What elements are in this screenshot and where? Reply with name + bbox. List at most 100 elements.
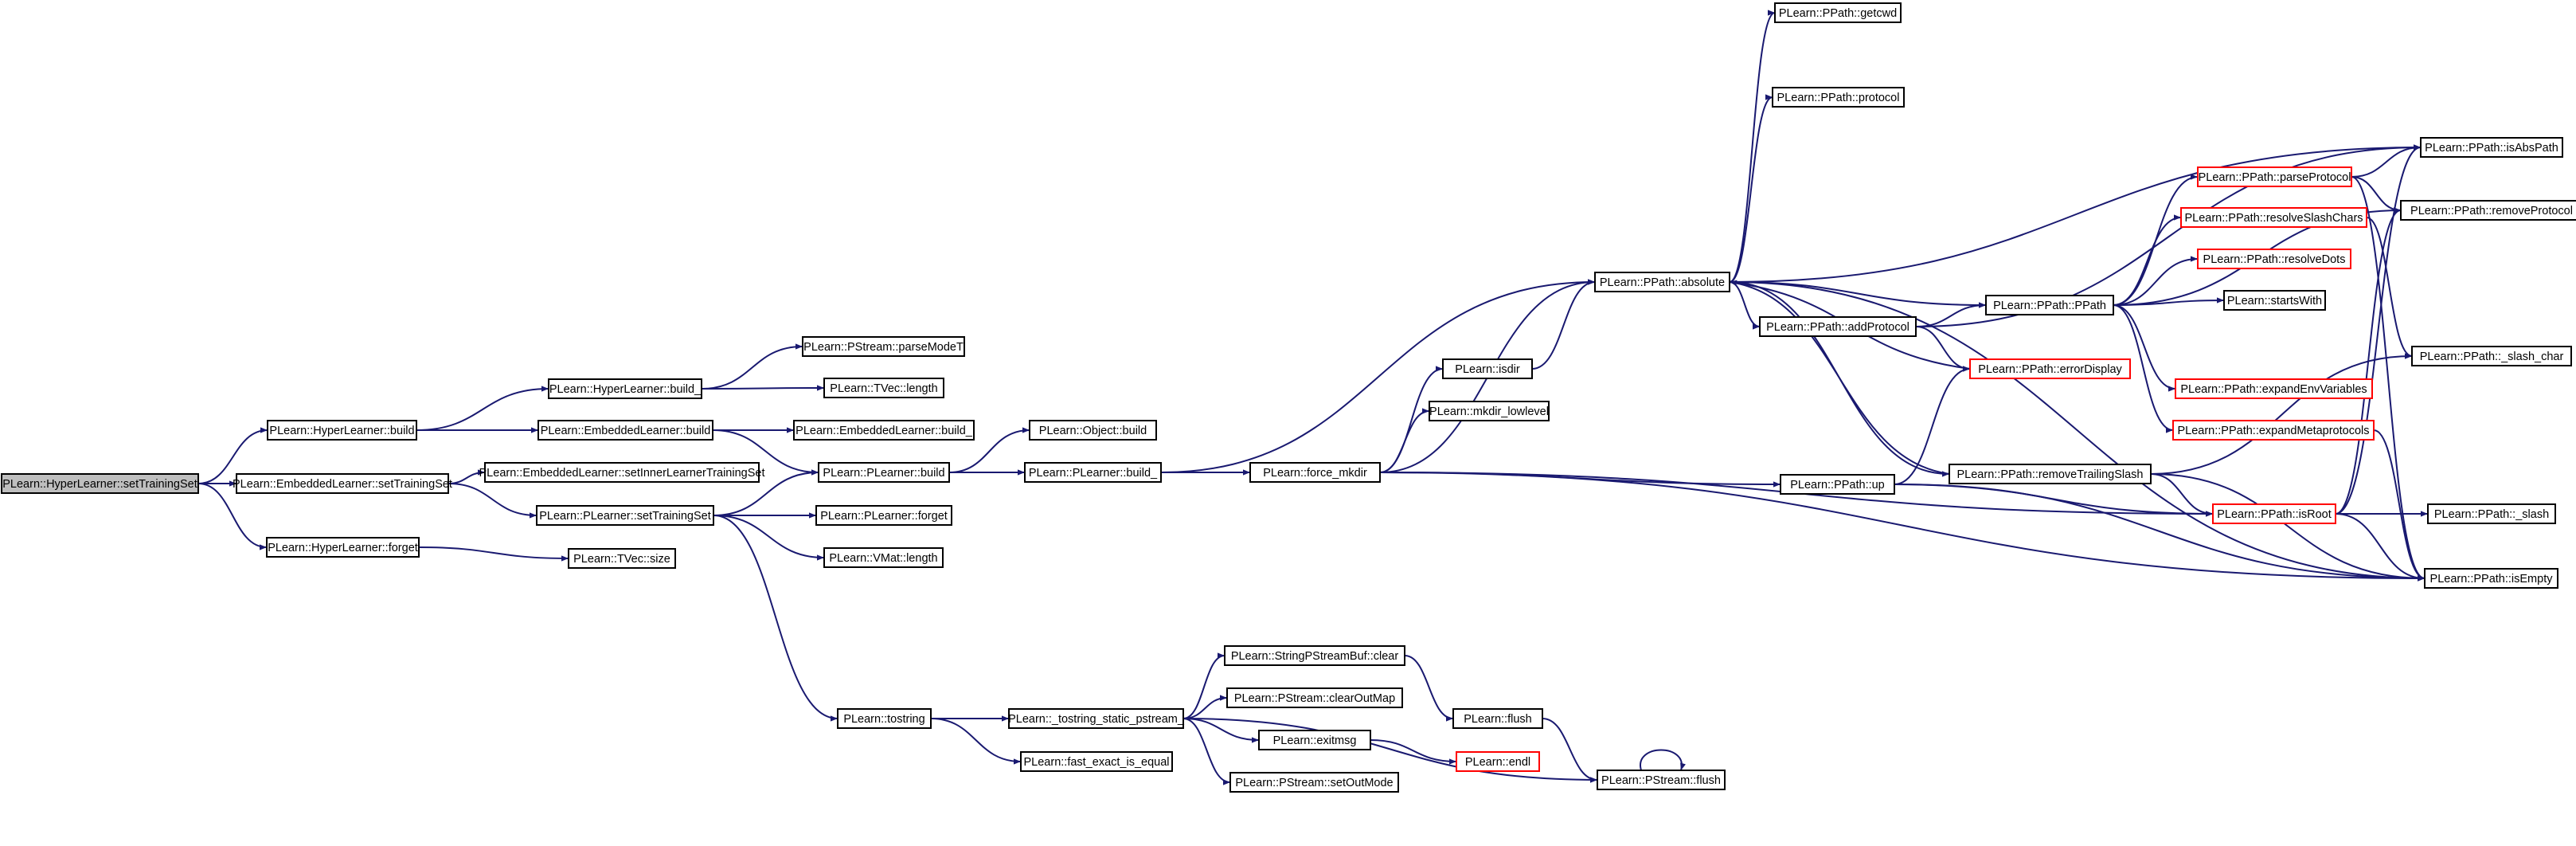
call-edge xyxy=(2351,144,2422,178)
call-edge xyxy=(1915,326,1971,372)
node-pp-slash[interactable]: PLearn::PPath::_slash xyxy=(2427,503,2556,524)
call-edge xyxy=(1379,472,2426,582)
call-edge xyxy=(1894,484,2426,582)
node-el-setts[interactable]: PLearn::EmbeddedLearner::setTrainingSet xyxy=(233,473,452,494)
node-pl-build-[interactable]: PLearn::PLearner::build_ xyxy=(1024,462,1162,483)
node-label: PLearn::PStream::clearOutMap xyxy=(1234,692,1395,705)
node-box xyxy=(823,378,944,398)
node-el-build[interactable]: PLearn::EmbeddedLearner::build xyxy=(537,420,713,441)
node-pp-up[interactable]: PLearn::PPath::up xyxy=(1780,474,1895,495)
node-box xyxy=(1224,645,1405,666)
node-flush[interactable]: PLearn::flush xyxy=(1452,708,1543,729)
node-pp-removetrailing[interactable]: PLearn::PPath::removeTrailingSlash xyxy=(1949,464,2152,484)
node-ps-clearoutmap[interactable]: PLearn::PStream::clearOutMap xyxy=(1226,687,1403,708)
node-box xyxy=(1949,464,2152,484)
node-label: PLearn::TVec::length xyxy=(830,382,937,395)
node-fast-exact[interactable]: PLearn::fast_exact_is_equal xyxy=(1020,751,1173,772)
node-pp-resolveslash[interactable]: PLearn::PPath::resolveSlashChars xyxy=(2180,207,2367,228)
node-ps-parsemodet[interactable]: PLearn::PStream::parseModeT xyxy=(802,336,965,357)
node-pp-getcwd[interactable]: PLearn::PPath::getcwd xyxy=(1774,2,1902,23)
call-edge xyxy=(1729,94,1773,283)
call-edge xyxy=(1729,280,1950,475)
node-box xyxy=(2172,420,2375,441)
node-spsb-clear[interactable]: PLearn::StringPStreamBuf::clear xyxy=(1224,645,1405,666)
node-endl[interactable]: PLearn::endl xyxy=(1456,751,1540,772)
node-label: PLearn::_tostring_static_pstream_ xyxy=(1008,713,1185,726)
node-force-mkdir[interactable]: PLearn::force_mkdir xyxy=(1249,462,1381,483)
node-box xyxy=(818,462,950,483)
node-box xyxy=(1597,770,1726,790)
node-hl-build-[interactable]: PLearn::HyperLearner::build_ xyxy=(548,378,702,399)
node-pl-build[interactable]: PLearn::PLearner::build xyxy=(818,462,950,483)
node-tostring[interactable]: PLearn::tostring xyxy=(837,708,932,729)
node-box xyxy=(2212,503,2336,524)
node-box xyxy=(1985,295,2114,315)
node-label: PLearn::PPath::absolute xyxy=(1600,276,1725,289)
node-mkdir-lowlevel[interactable]: PLearn::mkdir_lowlevel xyxy=(1429,401,1550,421)
node-hl-forget[interactable]: PLearn::HyperLearner::forget xyxy=(266,537,420,558)
node-label: PLearn::fast_exact_is_equal xyxy=(1024,756,1170,769)
node-exitmsg[interactable]: PLearn::exitmsg xyxy=(1258,730,1371,750)
node-pp-slashchar[interactable]: PLearn::PPath::_slash_char xyxy=(2411,346,2572,366)
node-box xyxy=(815,505,952,526)
node-label: PLearn::PPath::isRoot xyxy=(2217,508,2331,521)
node-pl-setts[interactable]: PLearn::PLearner::setTrainingSet xyxy=(536,505,714,526)
call-edge xyxy=(1160,279,1596,473)
node-pp-absolute[interactable]: PLearn::PPath::absolute xyxy=(1594,272,1730,292)
node-el-build-[interactable]: PLearn::EmbeddedLearner::build_ xyxy=(793,420,975,441)
node-pp-protocol[interactable]: PLearn::PPath::protocol xyxy=(1772,87,1905,108)
node-label: PLearn::HyperLearner::forget xyxy=(268,542,418,554)
node-root[interactable]: PLearn::HyperLearner::setTrainingSet xyxy=(1,473,199,494)
call-edge xyxy=(713,469,819,516)
node-box xyxy=(1249,462,1381,483)
node-label: PLearn::Object::build xyxy=(1039,425,1147,437)
node-el-setinner[interactable]: PLearn::EmbeddedLearner::setInnerLearner… xyxy=(479,462,765,483)
node-ps-setoutmode[interactable]: PLearn::PStream::setOutMode xyxy=(1229,772,1399,793)
node-startswith[interactable]: PLearn::startsWith xyxy=(2223,290,2326,311)
node-pp-isabspath[interactable]: PLearn::PPath::isAbsPath xyxy=(2420,137,2563,158)
node-vmat-length[interactable]: PLearn::VMat::length xyxy=(823,547,944,568)
node-box xyxy=(1429,401,1550,421)
node-pp-isroot[interactable]: PLearn::PPath::isRoot xyxy=(2212,503,2336,524)
node-pp-isempty[interactable]: PLearn::PPath::isEmpty xyxy=(2424,568,2558,589)
node-hl-build[interactable]: PLearn::HyperLearner::build xyxy=(267,420,417,441)
call-edge xyxy=(2335,207,2402,515)
node-box xyxy=(2175,378,2373,399)
call-edge xyxy=(1182,718,1231,785)
node-pp-errordisplay[interactable]: PLearn::PPath::errorDisplay xyxy=(1969,358,2131,379)
node-box xyxy=(548,378,702,399)
node-ps-flush[interactable]: PLearn::PStream::flush xyxy=(1597,770,1726,790)
node-isdir[interactable]: PLearn::isdir xyxy=(1442,358,1533,379)
node-label: PLearn::StringPStreamBuf::clear xyxy=(1231,650,1399,663)
node-pp-resolvedots[interactable]: PLearn::PPath::resolveDots xyxy=(2197,249,2351,269)
call-edge xyxy=(2150,353,2413,475)
call-edge xyxy=(2373,429,2426,582)
node-pp-expandmeta[interactable]: PLearn::PPath::expandMetaprotocols xyxy=(2172,420,2375,441)
node-pp-removeprotocol[interactable]: PLearn::PPath::removeProtocol xyxy=(2400,200,2576,221)
call-edge xyxy=(1182,652,1225,719)
node-box xyxy=(2197,249,2351,269)
call-edge xyxy=(1182,718,1598,783)
edge-layer xyxy=(197,10,2428,785)
node-tvec-size[interactable]: PLearn::TVec::size xyxy=(568,548,676,569)
node-label: PLearn::PPath::addProtocol xyxy=(1766,321,1910,334)
node-tvec-length[interactable]: PLearn::TVec::length xyxy=(823,378,944,398)
node-tostring-static[interactable]: PLearn::_tostring_static_pstream_ xyxy=(1008,708,1185,729)
node-label: PLearn::PPath::resolveDots xyxy=(2203,253,2346,266)
node-label: PLearn::VMat::length xyxy=(829,552,937,565)
node-box xyxy=(1759,316,1917,337)
node-pp-parseprotocol[interactable]: PLearn::PPath::parseProtocol xyxy=(2197,166,2352,187)
call-edge xyxy=(1729,144,2422,283)
node-box xyxy=(2424,568,2558,589)
node-label: PLearn::exitmsg xyxy=(1273,734,1357,747)
node-obj-build[interactable]: PLearn::Object::build xyxy=(1029,420,1157,441)
node-pp-ppath[interactable]: PLearn::PPath::PPath xyxy=(1985,295,2114,315)
node-pp-expandenv[interactable]: PLearn::PPath::expandEnvVariables xyxy=(2175,378,2373,399)
node-pl-forget[interactable]: PLearn::PLearner::forget xyxy=(815,505,952,526)
node-pp-addprotocol[interactable]: PLearn::PPath::addProtocol xyxy=(1759,316,1917,337)
node-box xyxy=(1594,272,1730,292)
node-box xyxy=(2180,207,2367,228)
node-label: PLearn::startsWith xyxy=(2227,295,2322,307)
node-label: PLearn::isdir xyxy=(1455,363,1520,376)
